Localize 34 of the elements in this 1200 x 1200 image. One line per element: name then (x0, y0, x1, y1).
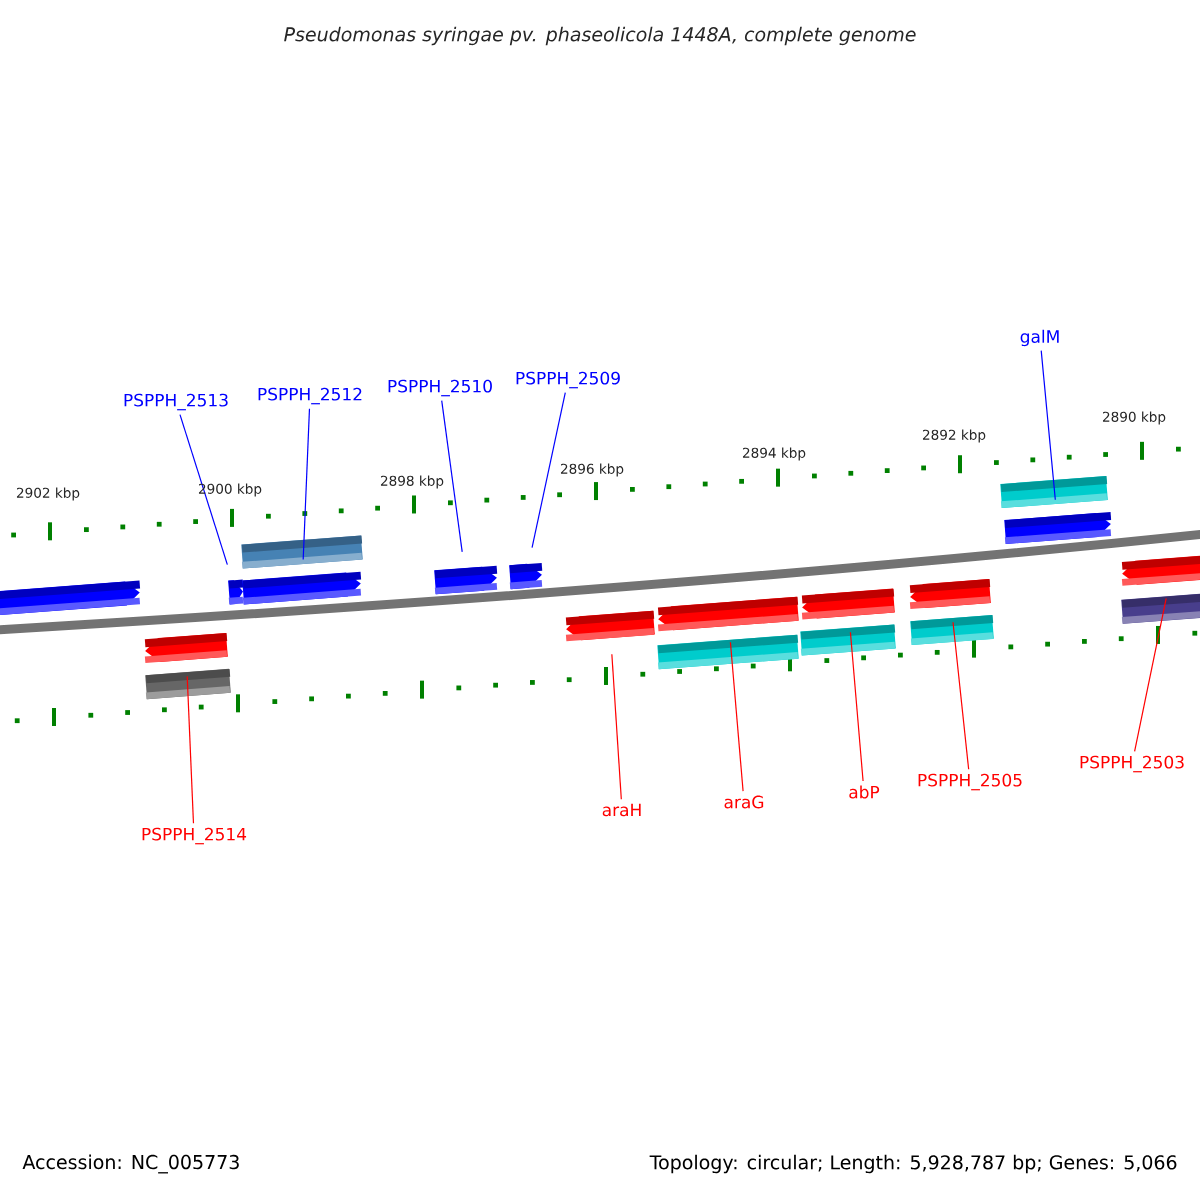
gene-feature (144, 632, 228, 664)
gene-label: PSPPH_2505 (918, 773, 1022, 791)
footer-text: Topology: circular; Length: 5,928,787 bp; Genes: 5,066 (649, 1154, 1177, 1174)
leader-line (179, 414, 228, 566)
gene-feature (909, 579, 991, 609)
gene-feature (657, 596, 799, 632)
gene-label: abP (849, 785, 880, 799)
gene-label: araH (602, 803, 641, 817)
leader-line (1040, 350, 1056, 501)
leader-line (952, 621, 970, 770)
footer-text: Accession: NC_005773 (22, 1154, 239, 1174)
leader-line (186, 675, 195, 824)
leader-line (531, 392, 566, 549)
leader-line (302, 408, 311, 561)
leader-line (441, 400, 463, 553)
gene-feature (565, 610, 655, 642)
gene-feature (228, 579, 244, 605)
gene-feature (434, 565, 498, 595)
gene-feature (801, 588, 895, 620)
gene-label: PSPPH_2503 (1080, 755, 1184, 773)
leader-line (611, 653, 622, 800)
gene-label: PSPPH_2509 (516, 371, 620, 389)
title: Pseudomonas syringae pv. phaseolicola 1448A, complete genome (284, 26, 916, 46)
gene-label: PSPPH_2513 (124, 393, 228, 411)
leader-line (849, 631, 864, 782)
gene-label: PSPPH_2512 (258, 387, 362, 405)
gene-label: PSPPH_2510 (388, 379, 492, 397)
gene-feature (1004, 512, 1112, 544)
gene-label: galM (1020, 329, 1059, 347)
gene-feature (509, 562, 543, 590)
leader-line (729, 641, 744, 792)
gene-label: araG (724, 795, 764, 809)
gene-label: PSPPH_2514 (142, 827, 247, 845)
gene-feature (1121, 554, 1200, 586)
